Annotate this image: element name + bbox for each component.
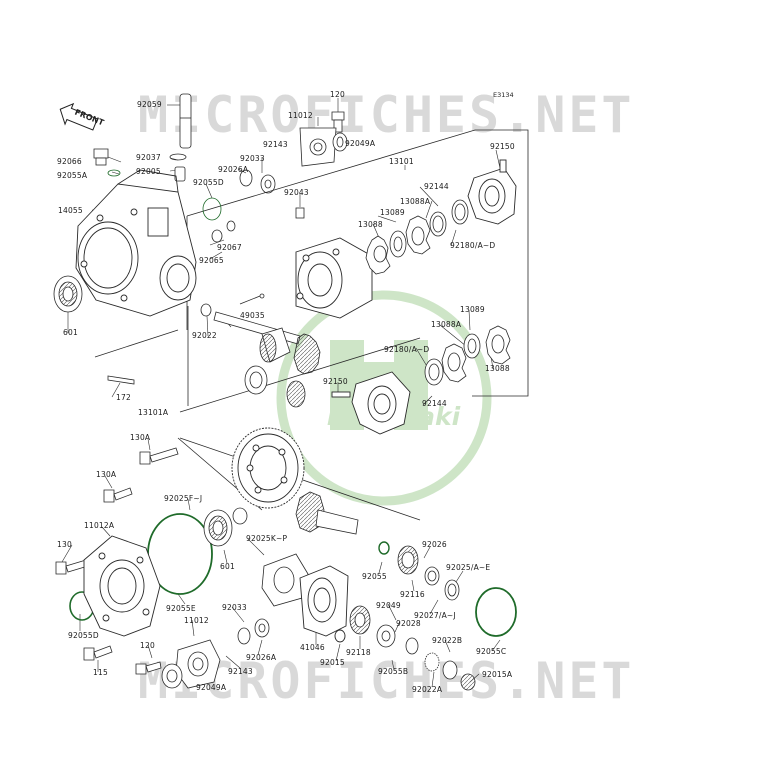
bolts-lower: [55, 447, 179, 675]
part-label: 92015: [320, 658, 345, 667]
part-label: 11012: [184, 616, 209, 625]
part-label: 92143: [263, 140, 288, 149]
part-label: 92026A: [218, 165, 249, 174]
part-label: 92066: [57, 157, 82, 166]
part-label: 11012: [288, 111, 313, 120]
part-label: 601: [63, 328, 78, 337]
part-label: 92025/A~E: [446, 563, 491, 572]
part-label: 92049A: [196, 683, 227, 692]
part-label: 92065: [199, 256, 224, 265]
watermark-top: MICROFICHES.NET: [138, 86, 635, 144]
part-label: 92049A: [345, 139, 376, 148]
housing-14055: [75, 169, 197, 317]
part-label: 13088: [358, 220, 383, 229]
housing-upper-right: [467, 159, 517, 225]
part-label: 92049: [376, 601, 401, 610]
part-label: 92033: [222, 603, 247, 612]
clutch-plates-lower: [424, 325, 511, 386]
cover-11012A: [83, 535, 161, 637]
part-label: 92025F~J: [164, 494, 203, 503]
part-label: 92150: [323, 377, 348, 386]
part-label: 92027/A~J: [414, 611, 456, 620]
part-label: 92033: [240, 154, 265, 163]
part-label: 41046: [300, 643, 325, 652]
part-label: 92055D: [68, 631, 99, 640]
pin-92043: [295, 207, 305, 219]
part-label: 92055C: [476, 647, 507, 656]
clutch-plates-upper: [365, 199, 469, 275]
part-label: 92116: [400, 590, 425, 599]
part-label: 13089: [460, 305, 485, 314]
part-label: 92055D: [193, 178, 224, 187]
reference-code: E3134: [493, 91, 514, 99]
part-label: 13101A: [138, 408, 169, 417]
part-label: 13088A: [431, 320, 462, 329]
part-label: 13088A: [400, 197, 431, 206]
part-label: 92067: [217, 243, 242, 252]
part-label: 92022B: [432, 636, 463, 645]
part-label: 172: [116, 393, 131, 402]
bolt-172: [107, 375, 135, 385]
part-label: 92144: [424, 182, 449, 191]
bearings-right: [349, 545, 476, 691]
bolts-top: [93, 111, 345, 177]
part-label: 92180/A~D: [450, 241, 496, 250]
part-label: 92026: [422, 540, 447, 549]
part-label: 92144: [422, 399, 447, 408]
part-label: 130A: [96, 470, 117, 479]
front-arrow-icon: [59, 102, 99, 131]
part-label: 120: [330, 90, 345, 99]
part-label: 92028: [396, 619, 421, 628]
part-label: 130: [57, 540, 72, 549]
part-label: 92022A: [412, 685, 443, 694]
part-label: 92025K~P: [246, 534, 288, 543]
part-label: 120: [140, 641, 155, 650]
part-label: 92180/A~D: [384, 345, 430, 354]
part-label: 92005: [136, 167, 161, 176]
bearing-601-left: [53, 275, 83, 313]
part-label: 11012A: [84, 521, 115, 530]
pin-92059: [169, 93, 192, 182]
part-label: 115: [93, 668, 108, 677]
gasket-plate: [261, 553, 309, 607]
watermark-bottom: MICROFICHES.NET: [138, 652, 635, 710]
part-label: 601: [220, 562, 235, 571]
part-label: 14055: [58, 206, 83, 215]
part-label: 92055: [362, 572, 387, 581]
pinion-gear: [295, 491, 359, 535]
part-label: 13089: [380, 208, 405, 217]
oring-92055C: [475, 587, 517, 637]
part-label: 92059: [137, 100, 162, 109]
ring-gear: [231, 427, 305, 509]
cap-11012-lower: [161, 618, 270, 689]
part-label: 13101: [389, 157, 414, 166]
part-label: 92150: [490, 142, 515, 151]
part-label: 92026A: [246, 653, 277, 662]
part-label: 92055A: [57, 171, 88, 180]
part-label: 92037: [136, 153, 161, 162]
part-label: 92055B: [378, 667, 409, 676]
part-label: 92143: [228, 667, 253, 676]
part-label: 13088: [485, 364, 510, 373]
part-label: 92055E: [166, 604, 196, 613]
part-label: 92015A: [482, 670, 513, 679]
housing-middle-right: [331, 371, 411, 435]
pinion-housing-41046: [299, 565, 349, 643]
oring-92055: [378, 541, 390, 555]
part-label: 130A: [130, 433, 151, 442]
part-label: 92022: [192, 331, 217, 340]
cap-11012-top: [299, 127, 348, 167]
part-label: 92118: [346, 648, 371, 657]
part-label: 92043: [284, 188, 309, 197]
part-label: 49035: [240, 311, 265, 320]
small-rings-upper: [200, 169, 276, 317]
diff-case-13101: [295, 237, 373, 319]
gears-middle: [244, 327, 321, 408]
bearing-601-lower: [203, 507, 248, 547]
